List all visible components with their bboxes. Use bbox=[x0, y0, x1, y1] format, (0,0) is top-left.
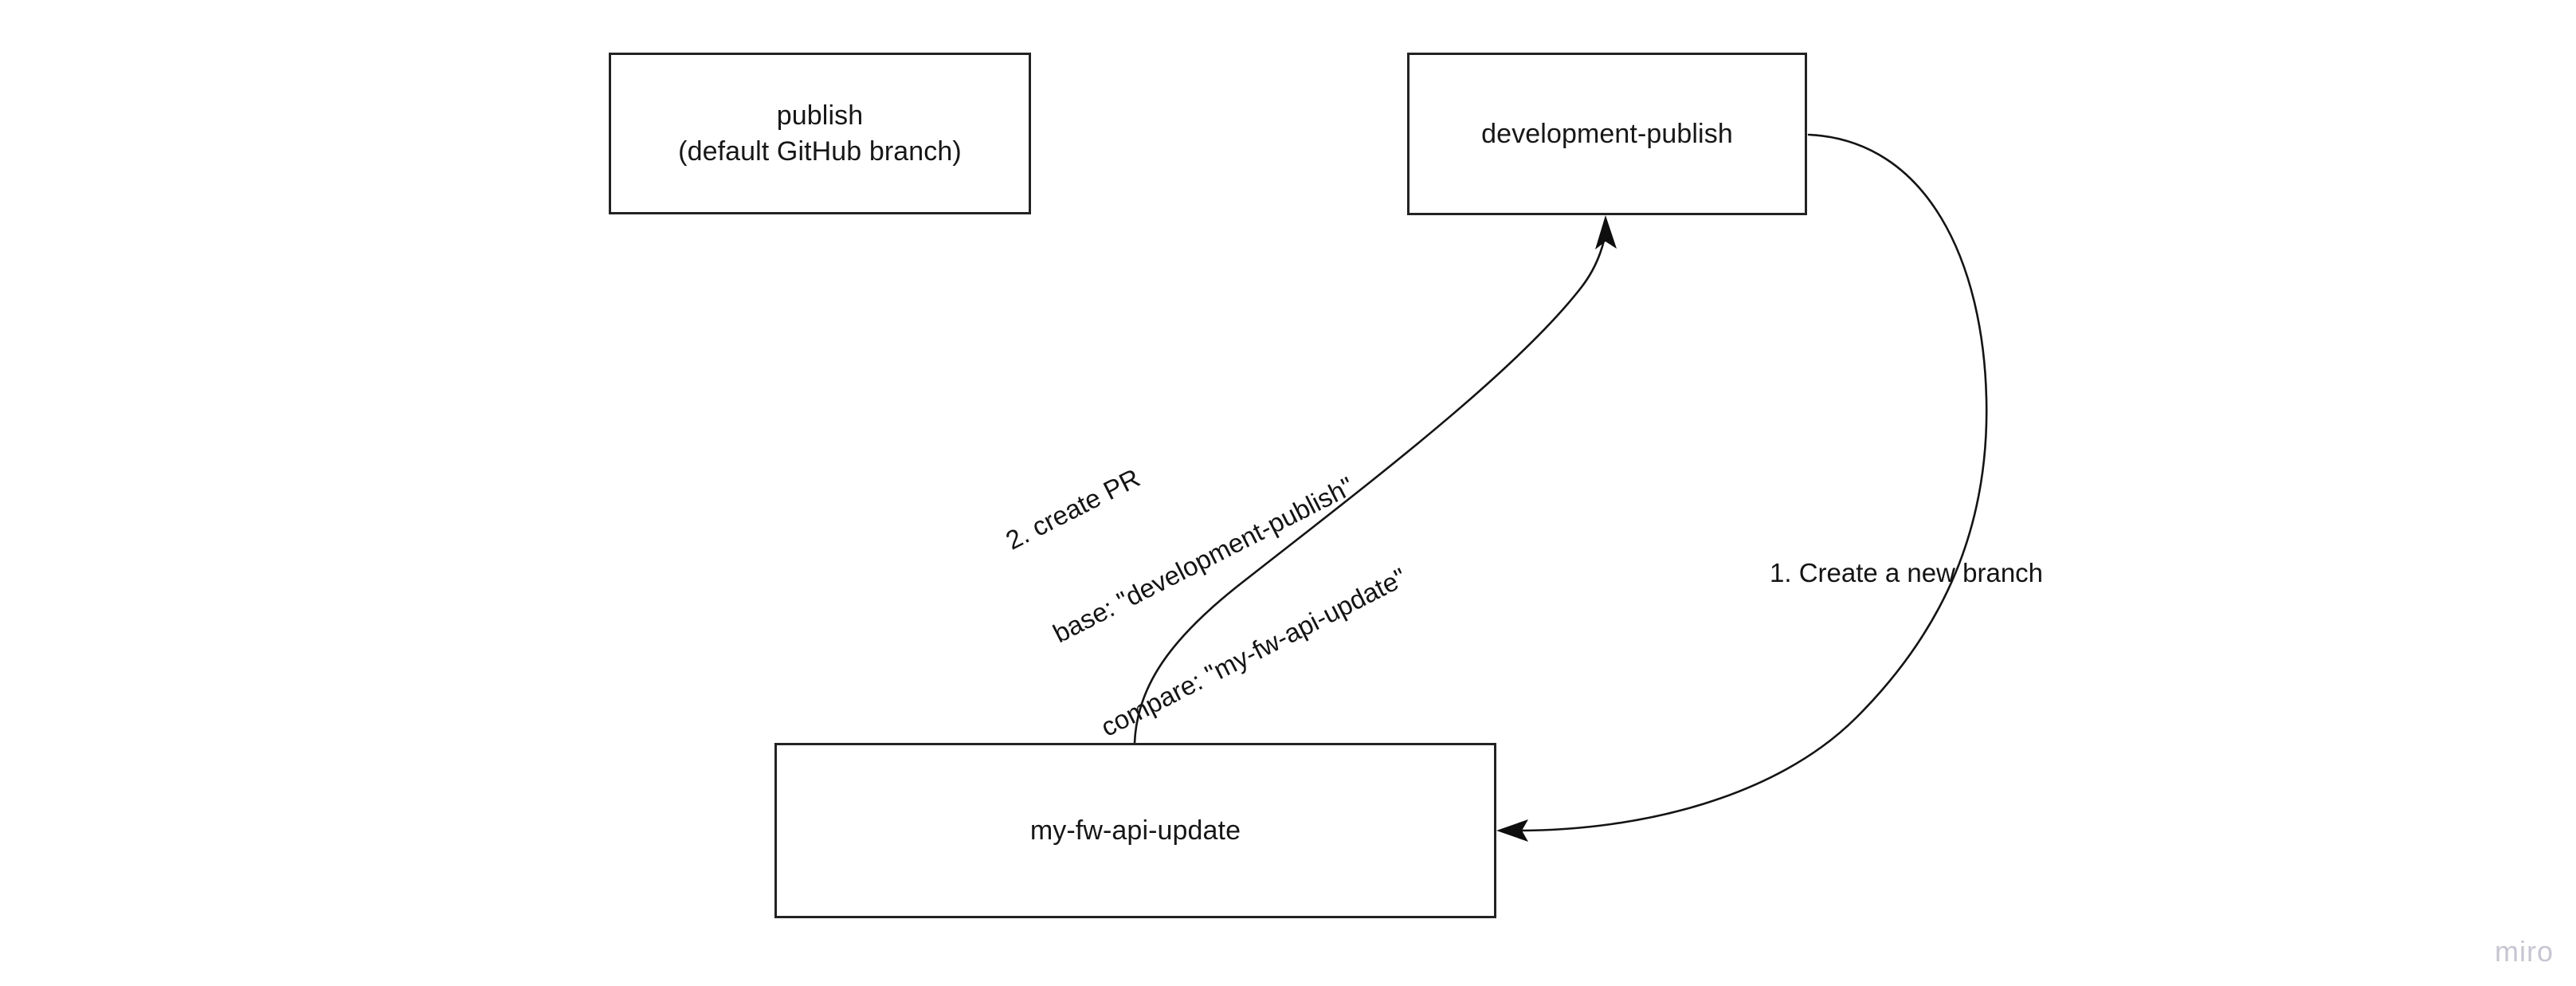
edge-create-branch-path[interactable] bbox=[1516, 133, 1988, 832]
node-my-fw-api-update[interactable]: my-fw-api-update bbox=[774, 743, 1496, 918]
edge-create-branch-arrowhead bbox=[1496, 819, 1528, 842]
node-development-publish-label: development-publish bbox=[1481, 118, 1733, 149]
node-my-fw-api-update-label: my-fw-api-update bbox=[1029, 815, 1241, 846]
edge-create-pr-arrowhead bbox=[1595, 215, 1617, 249]
miro-watermark: miro bbox=[2495, 935, 2554, 968]
edge-label-create-pr: 2. create PR base: "development-publish"… bbox=[968, 311, 1445, 807]
node-publish[interactable]: publish (default GitHub branch) bbox=[609, 53, 1031, 214]
node-publish-label: publish (default GitHub branch) bbox=[678, 100, 962, 167]
edge-label-create-branch: 1. Create a new branch bbox=[1770, 558, 2044, 587]
node-development-publish[interactable]: development-publish bbox=[1407, 53, 1807, 215]
